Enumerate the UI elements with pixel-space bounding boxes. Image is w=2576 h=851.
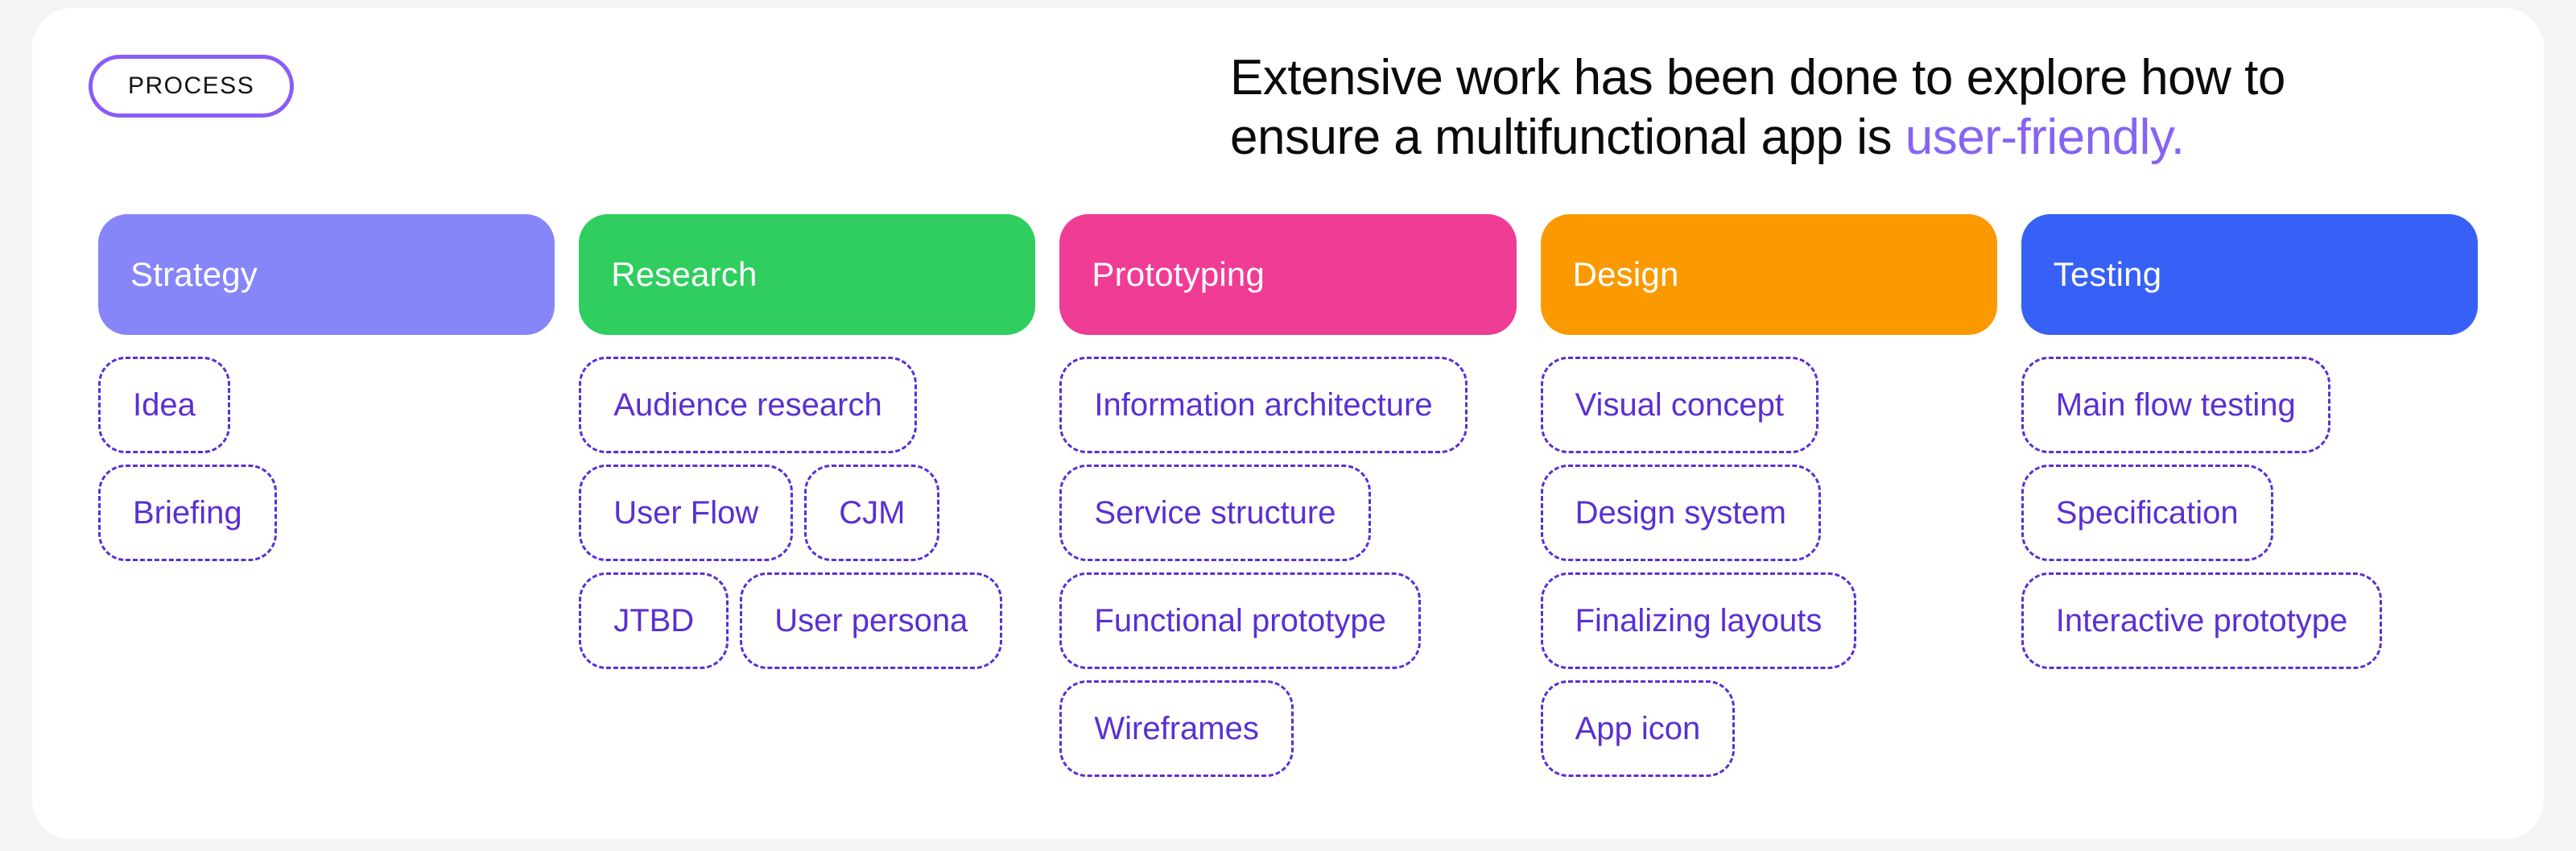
tag-briefing: Briefing (98, 465, 277, 561)
tag-row: App icon (1540, 680, 1736, 777)
tag-row: Design system (1540, 465, 1821, 561)
tag-functional-prototype: Functional prototype (1059, 572, 1421, 669)
tag-row: Information architecture (1059, 357, 1468, 453)
process-badge-label: PROCESS (128, 72, 255, 99)
tag-visual-concept: Visual concept (1540, 357, 1819, 453)
tag-row: Wireframes (1059, 680, 1294, 777)
tag-information-architecture: Information architecture (1059, 357, 1468, 453)
tag-row: Audience research (579, 357, 917, 453)
tag-idea: Idea (98, 357, 230, 453)
tag-wireframes: Wireframes (1059, 680, 1294, 777)
stage-header-research: Research (579, 214, 1036, 335)
tag-row: Briefing (98, 465, 277, 561)
stage-header-prototyping: Prototyping (1059, 214, 1517, 335)
stage-header-strategy: Strategy (98, 214, 555, 335)
tag-row: Service structure (1059, 465, 1371, 561)
tag-row: Functional prototype (1059, 572, 1421, 669)
headline-accent: user-friendly. (1905, 109, 2185, 165)
tag-specification: Specification (2021, 465, 2273, 561)
tag-main-flow-testing: Main flow testing (2021, 357, 2330, 453)
tag-cjm: CJM (804, 465, 940, 561)
tag-row: Visual concept (1540, 357, 1819, 453)
tag-service-structure: Service structure (1059, 465, 1371, 561)
headline-line-2: ensure a multifunctional app is user-fri… (1230, 109, 2185, 165)
tag-interactive-prototype: Interactive prototype (2021, 572, 2383, 669)
stage-header-label: Design (1572, 255, 1679, 293)
tag-user-persona: User persona (740, 572, 1003, 669)
stage-header-label: Research (611, 255, 758, 293)
tag-jtbd: JTBD (579, 572, 729, 669)
process-slide-card: PROCESS Extensive work has been done to … (32, 8, 2544, 839)
tag-row: Finalizing layouts (1540, 572, 1857, 669)
stage-header-testing: Testing (2021, 214, 2478, 335)
tag-audience-research: Audience research (579, 357, 917, 453)
stage-header-label: Prototyping (1092, 255, 1265, 293)
stage-header-label: Testing (2053, 255, 2162, 293)
tag-row: Main flow testing (2021, 357, 2330, 453)
headline: Extensive work has been done to explore … (1230, 48, 2518, 167)
stage-header-label: Strategy (130, 255, 258, 293)
tag-row: Idea (98, 357, 230, 453)
stage-header-design: Design (1540, 214, 1997, 335)
tag-finalizing-layouts: Finalizing layouts (1540, 572, 1857, 669)
tag-user-flow: User Flow (579, 465, 794, 561)
process-badge: PROCESS (89, 55, 295, 118)
tag-row: Specification (2021, 465, 2273, 561)
headline-line-1: Extensive work has been done to explore … (1230, 50, 2285, 105)
tag-row: Interactive prototype (2021, 572, 2383, 669)
tag-app-icon: App icon (1540, 680, 1736, 777)
tag-design-system: Design system (1540, 465, 1821, 561)
